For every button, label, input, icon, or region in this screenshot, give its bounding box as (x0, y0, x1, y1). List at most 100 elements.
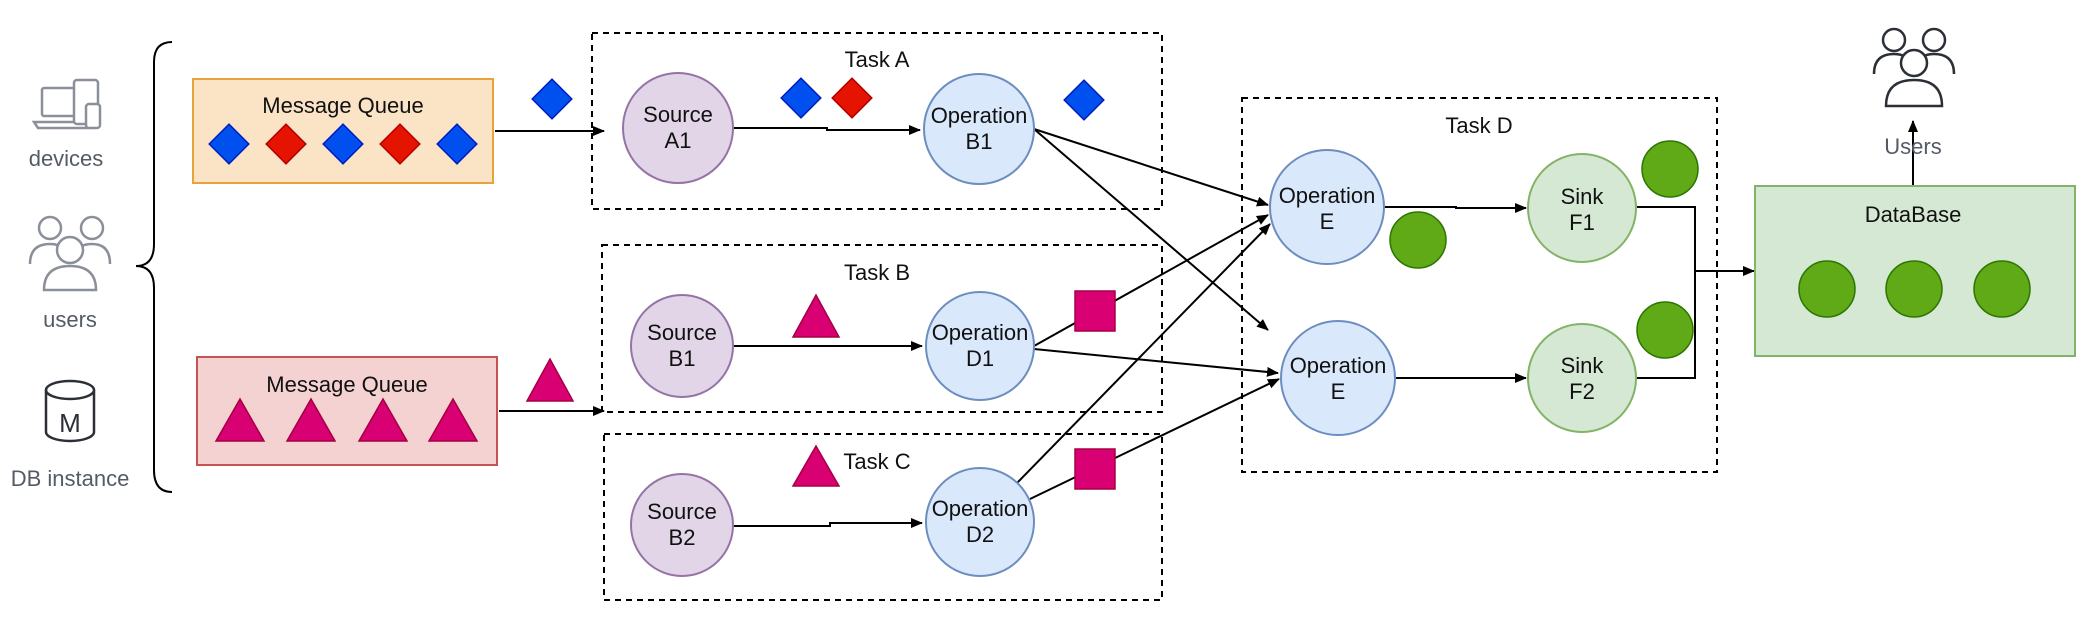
devices-icon (31, 78, 102, 130)
node-source-b1-line2: B1 (669, 346, 696, 371)
database-item-green-circle (1973, 260, 2031, 318)
database-item-green-circle (1885, 260, 1943, 318)
node-sink-f1-line2: F1 (1569, 210, 1595, 235)
item-square (1074, 290, 1116, 332)
item-triangle (791, 444, 841, 487)
edge-operation-b1-to-operation-e-top (1033, 128, 1269, 207)
node-operation-d1-line2: D1 (966, 346, 994, 371)
message-queue-bottom: Message Queue (196, 356, 498, 466)
task-c-box (603, 433, 1163, 601)
users-group-icon (28, 215, 112, 292)
task-b-box (601, 244, 1163, 413)
task-c-label: Task C (843, 449, 910, 474)
users-label: users (43, 307, 97, 332)
node-sink-f2-line2: F2 (1569, 379, 1595, 404)
node-operation-e-bottom-line2: E (1331, 379, 1346, 404)
queue-item-blue-diamond (208, 123, 250, 165)
item-green-circle (1641, 140, 1699, 198)
edge-sinks-to-database (1637, 206, 1754, 379)
task-d-box (1241, 97, 1718, 473)
queue-item-red-diamond (379, 123, 421, 165)
item-blue-diamond (1063, 79, 1105, 121)
node-operation-e-top-line2: E (1320, 209, 1335, 234)
node-source-a1-line2: A1 (665, 128, 692, 153)
node-source-b1-line1: Source (647, 320, 717, 345)
db-instance-label: DB instance (11, 466, 130, 491)
node-source-b2-line1: Source (647, 499, 717, 524)
edge-operation-d2-to-operation-e-bottom (1029, 378, 1280, 500)
database-instance-icon: M (44, 379, 96, 443)
item-green-circle (1389, 211, 1447, 269)
message-queue-top-label: Message Queue (262, 93, 423, 118)
users-top-icon (1872, 27, 1956, 108)
edge-operation-d1-to-operation-e-top (1033, 214, 1269, 347)
queue-item-blue-diamond (322, 123, 364, 165)
sources-curly-brace (135, 41, 173, 493)
message-queue-bottom-label: Message Queue (266, 372, 427, 397)
queue-item-red-diamond (265, 123, 307, 165)
message-queue-top: Message Queue (192, 78, 494, 184)
node-operation-d2-line1: Operation (932, 496, 1029, 521)
item-green-circle (1636, 301, 1694, 359)
devices-label: devices (29, 146, 104, 171)
node-sink-f1-line1: Sink (1561, 184, 1605, 209)
task-d-label: Task D (1445, 113, 1512, 138)
item-square (1074, 448, 1116, 490)
item-red-diamond (831, 77, 873, 119)
queue-item-triangle (214, 397, 266, 442)
queue-item-triangle (285, 397, 337, 442)
node-source-a1-line1: Source (643, 102, 713, 127)
queue-item-blue-diamond (436, 123, 478, 165)
edge-source-a1-to-operation-b1 (733, 125, 921, 135)
db-icon-letter: M (59, 408, 81, 438)
in-flight-items (525, 77, 1699, 490)
edge-operation-b1-to-operation-e-bottom (1033, 128, 1269, 331)
task-a-label: Task A (845, 47, 910, 72)
item-blue-diamond (780, 77, 822, 119)
edge-operation-d2-to-operation-e-top (1015, 223, 1271, 485)
task-b-label: Task B (844, 260, 910, 285)
queue-item-triangle (357, 397, 409, 442)
item-triangle (791, 293, 841, 338)
item-triangle (525, 357, 575, 402)
node-source-b2-line2: B2 (669, 525, 696, 550)
users-top-label: Users (1884, 134, 1941, 159)
node-operation-e-bottom-line1: Operation (1290, 353, 1387, 378)
queue-item-triangle (427, 397, 479, 442)
node-operation-d2-line2: D2 (966, 522, 994, 547)
node-sink-f2-line1: Sink (1561, 353, 1605, 378)
node-operation-b1-line2: B1 (966, 129, 993, 154)
node-operation-e-top-line1: Operation (1279, 183, 1376, 208)
database-item-green-circle (1798, 260, 1856, 318)
edge-operation-e-top-to-sink-f1 (1384, 203, 1527, 213)
edges (495, 120, 1918, 528)
edge-source-b2-to-operation-d2 (733, 518, 923, 528)
database-box: DataBase (1754, 185, 2076, 357)
item-blue-diamond (531, 78, 573, 120)
node-operation-b1-line1: Operation (931, 103, 1028, 128)
database-label: DataBase (1865, 202, 1962, 227)
edge-operation-d1-to-operation-e-bottom (1033, 348, 1279, 377)
node-operation-d1-line1: Operation (932, 320, 1029, 345)
